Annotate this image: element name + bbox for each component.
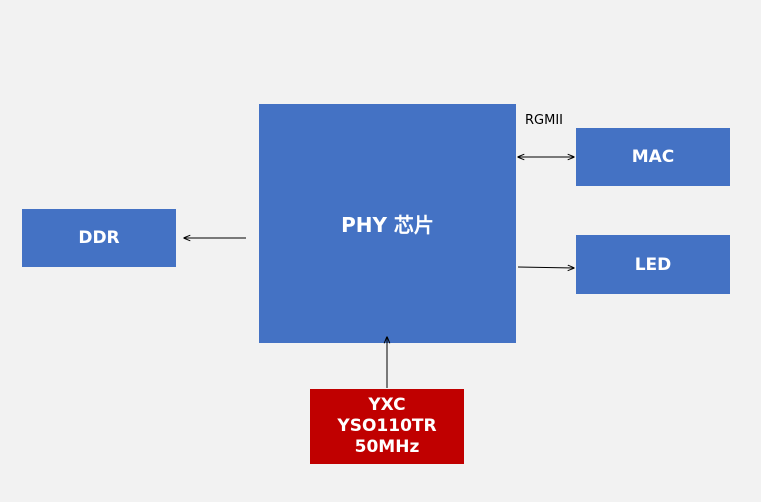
- led-label: LED: [634, 254, 672, 275]
- crystal-frequency-label: 50MHz: [354, 437, 420, 457]
- phy-chip-label: PHY 芯片: [341, 213, 434, 237]
- crystal-oscillator-block: YXC YSO110TR 50MHz: [310, 389, 464, 464]
- crystal-brand-label: YXC: [368, 395, 406, 415]
- mac-label: MAC: [631, 147, 675, 167]
- ddr-block: DDR: [22, 209, 176, 267]
- led-block: LED: [576, 235, 730, 294]
- ddr-label: DDR: [78, 228, 120, 248]
- mac-block: MAC: [576, 128, 730, 186]
- arrow-phy-to-led: [517, 267, 574, 268]
- phy-chip-block: PHY 芯片: [259, 104, 516, 343]
- rgmii-label: RGMII: [525, 113, 563, 128]
- crystal-model-label: YSO110TR: [337, 416, 437, 436]
